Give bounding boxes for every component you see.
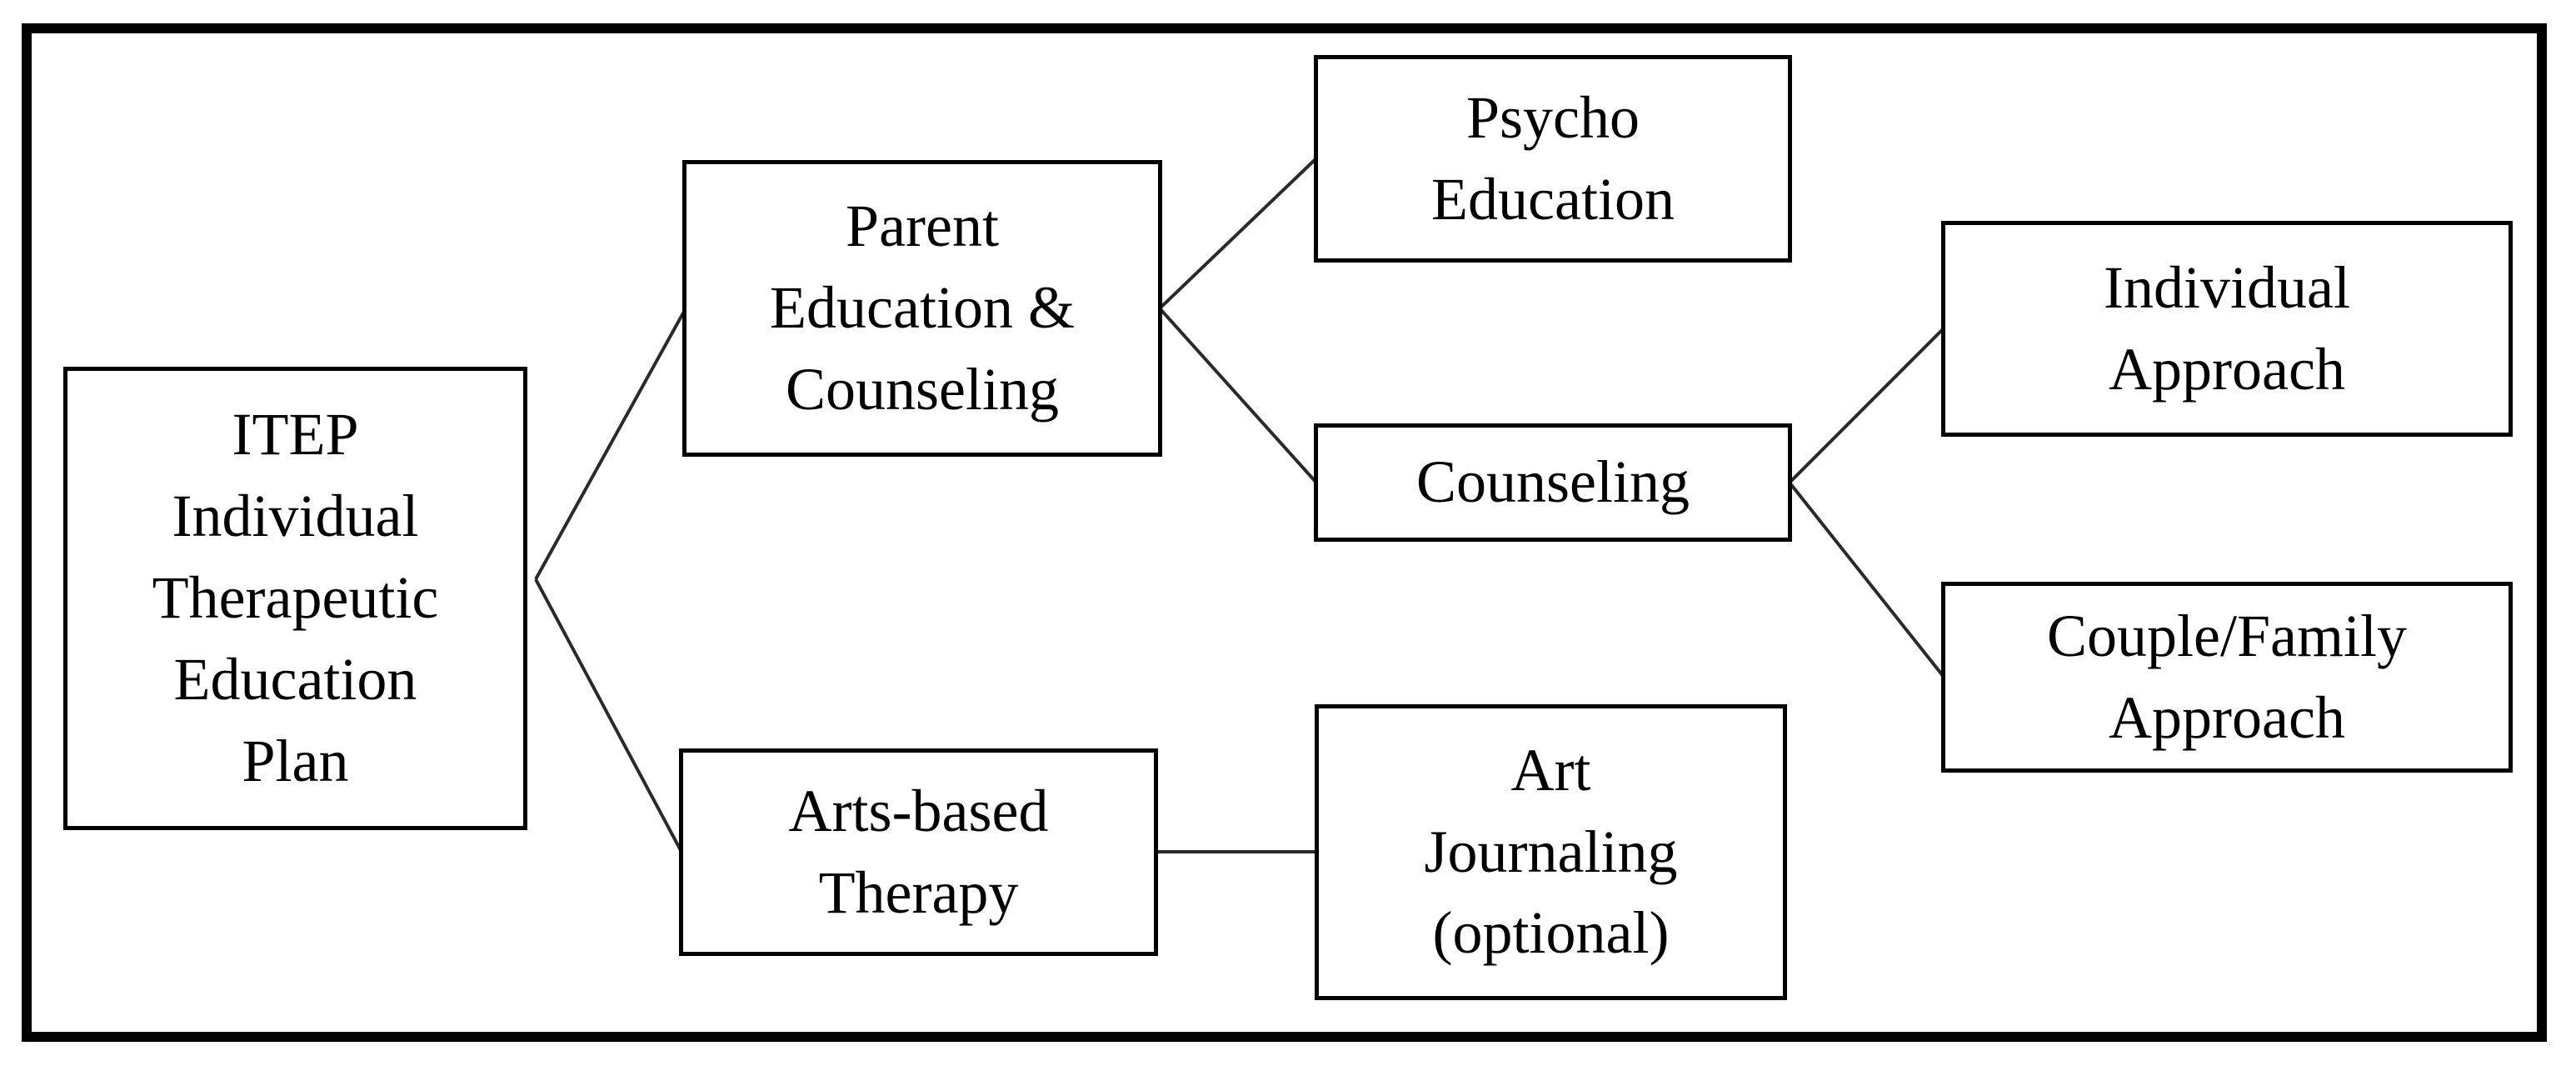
node-couple-family-approach: Couple/Family Approach: [1941, 582, 2513, 773]
edge-parent-education-to-counseling: [1158, 307, 1318, 484]
node-parent-education-and-counseling: Parent Education & Counseling: [682, 160, 1162, 457]
node-art-journaling-optional: Art Journaling (optional): [1315, 704, 1787, 1000]
node-arts-based-therapy: Arts-based Therapy: [679, 748, 1158, 956]
outer-frame: [22, 23, 2547, 1042]
node-itep-individual-therapeutic-education-plan: ITEP Individual Therapeutic Education Pl…: [63, 367, 527, 830]
edge-parent-education-to-psycho-education: [1158, 157, 1318, 310]
edge-itep-to-arts-based-therapy: [534, 578, 683, 853]
edge-itep-to-parent-education: [534, 309, 686, 580]
edge-counseling-to-individual-approach: [1788, 327, 1945, 484]
edge-counseling-to-couple-family-approach: [1788, 481, 1945, 678]
node-psycho-education: Psycho Education: [1314, 55, 1792, 263]
node-counseling: Counseling: [1314, 423, 1792, 542]
node-individual-approach: Individual Approach: [1941, 221, 2513, 437]
